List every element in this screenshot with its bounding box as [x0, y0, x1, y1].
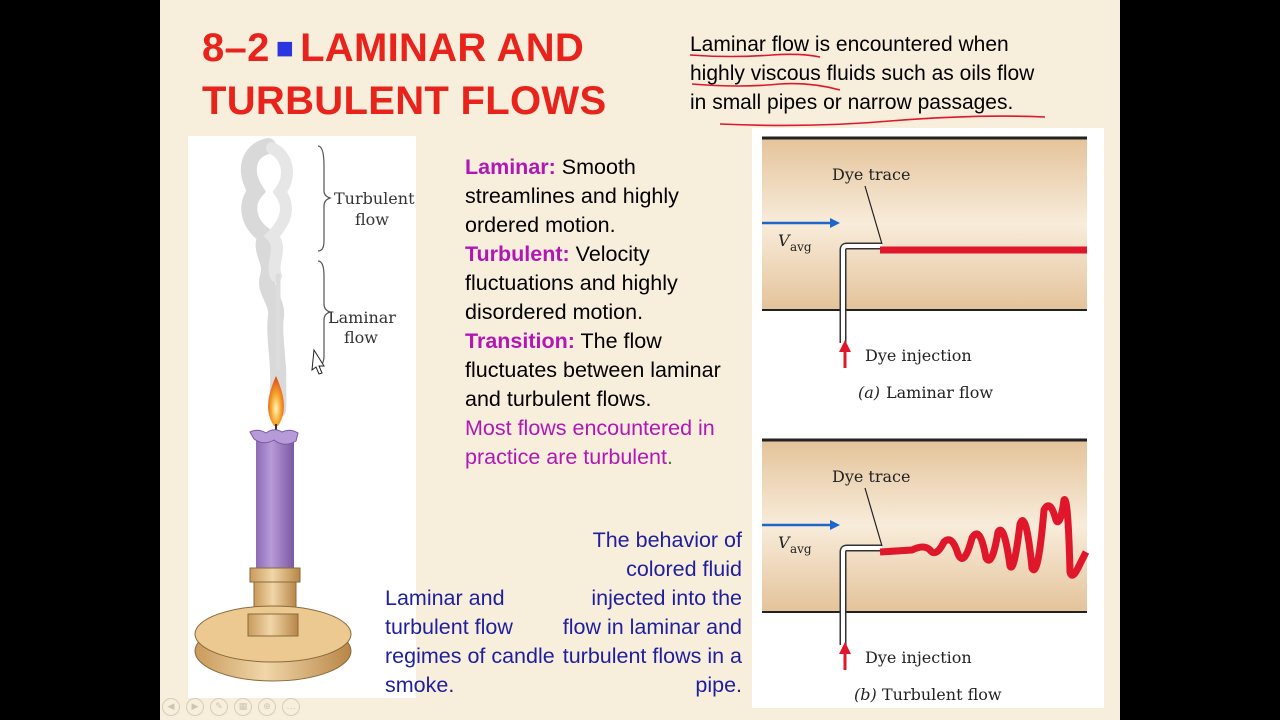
transition-definition: The flow fluctuates between laminar and … — [465, 329, 721, 411]
dye-trace-label-a: Dye trace — [832, 165, 910, 184]
v-avg-symbol-a: V — [778, 231, 791, 250]
smoke-plume — [240, 138, 293, 418]
intro-underlined-1: Laminar flow — [690, 33, 810, 56]
turbulent-practice-note: Most flows encountered in practice are t… — [465, 416, 715, 469]
title-line-2: TURBULENT FLOWS — [202, 79, 607, 123]
turbulent-term: Turbulent: — [465, 242, 570, 266]
slide: 8–2■LAMINAR AND TURBULENT FLOWS Laminar … — [160, 0, 1120, 720]
candle-illustration: Turbulent flow Laminar flow — [194, 138, 415, 682]
caption-a-tag: (a) — [858, 383, 880, 402]
more-icon[interactable]: … — [282, 698, 300, 716]
note-text: Most flows encountered in practice are t… — [465, 416, 715, 469]
laminar-pipe — [762, 136, 1087, 368]
caption-b-text: Turbulent flow — [882, 685, 1002, 704]
underline-small-pipes — [719, 115, 1046, 127]
caption-a-text: Laminar flow — [886, 383, 993, 402]
pen-icon[interactable]: ✎ — [210, 698, 228, 716]
caption-b-tag: (b) — [854, 685, 877, 704]
slide-title: 8–2■LAMINAR AND TURBULENT FLOWS — [202, 22, 606, 127]
laminar-term: Laminar: — [465, 155, 556, 179]
dye-trace-label-b: Dye trace — [832, 467, 910, 486]
v-avg-subscript-b: avg — [790, 542, 812, 556]
dye-injection-label-b: Dye injection — [865, 648, 972, 667]
intro-rest-2: fluids such as oils flow — [820, 62, 1035, 85]
title-line-1: LAMINAR AND — [300, 26, 585, 70]
pipe-flow-illustration: Dye trace V avg Dye injection (a) Lamina… — [762, 136, 1090, 704]
definitions: Laminar: Smooth streamlines and highly o… — [465, 153, 725, 472]
intro-text: Laminar flow is encountered when highly … — [690, 30, 1100, 117]
turbulent-dye-line — [879, 496, 1090, 579]
turbulent-flow-label-1: Turbulent — [334, 189, 415, 208]
candle-holder — [194, 567, 352, 682]
v-avg-subscript-a: avg — [790, 240, 812, 254]
candle-figure: Turbulent flow Laminar flow — [188, 136, 416, 698]
laminar-flow-label-1: Laminar — [328, 308, 396, 327]
next-icon[interactable]: ▶ — [186, 698, 204, 716]
candle-caption: Laminar and turbulent flow regimes of ca… — [385, 586, 555, 697]
turbulent-definition: Velocity fluctuations and highly disorde… — [465, 242, 678, 324]
turbulent-flow-label-2: flow — [355, 210, 389, 229]
laminar-flow-label-2: flow — [344, 328, 378, 347]
zoom-icon[interactable]: ⊕ — [258, 698, 276, 716]
flow-arrow-icon — [830, 520, 840, 530]
mouse-cursor-icon — [311, 348, 325, 375]
pipe-caption: The behavior of colored fluid injected i… — [562, 528, 742, 697]
dye-injection-label-a: Dye injection — [865, 346, 972, 365]
intro-rest-3: . — [1007, 91, 1014, 114]
laminar-definition: Smooth streamlines and highly ordered mo… — [465, 155, 679, 237]
intro-prefix-3: in — [690, 91, 713, 114]
v-avg-symbol-b: V — [778, 533, 791, 552]
slideshow-controls: ◀ ▶ ✎ ▦ ⊕ … — [162, 698, 300, 716]
prev-icon[interactable]: ◀ — [162, 698, 180, 716]
note-end: . — [666, 445, 673, 469]
square-bullet-icon: ■ — [275, 32, 295, 65]
intro-underlined-2: highly viscous — [690, 62, 821, 85]
transition-term: Transition: — [465, 329, 575, 353]
intro-rest-1: is encountered when — [809, 33, 1009, 56]
slides-icon[interactable]: ▦ — [234, 698, 252, 716]
pipe-figure: Dye trace V avg Dye injection (a) Lamina… — [752, 128, 1104, 708]
intro-underlined-3: small pipes or narrow passages — [712, 91, 1008, 114]
injection-arrow-icon — [839, 340, 851, 352]
injection-arrow-icon — [839, 642, 851, 654]
candle — [249, 429, 299, 571]
turbulent-pipe — [762, 438, 1090, 670]
flow-arrow-icon — [830, 218, 840, 228]
section-number: 8–2 — [202, 26, 270, 70]
